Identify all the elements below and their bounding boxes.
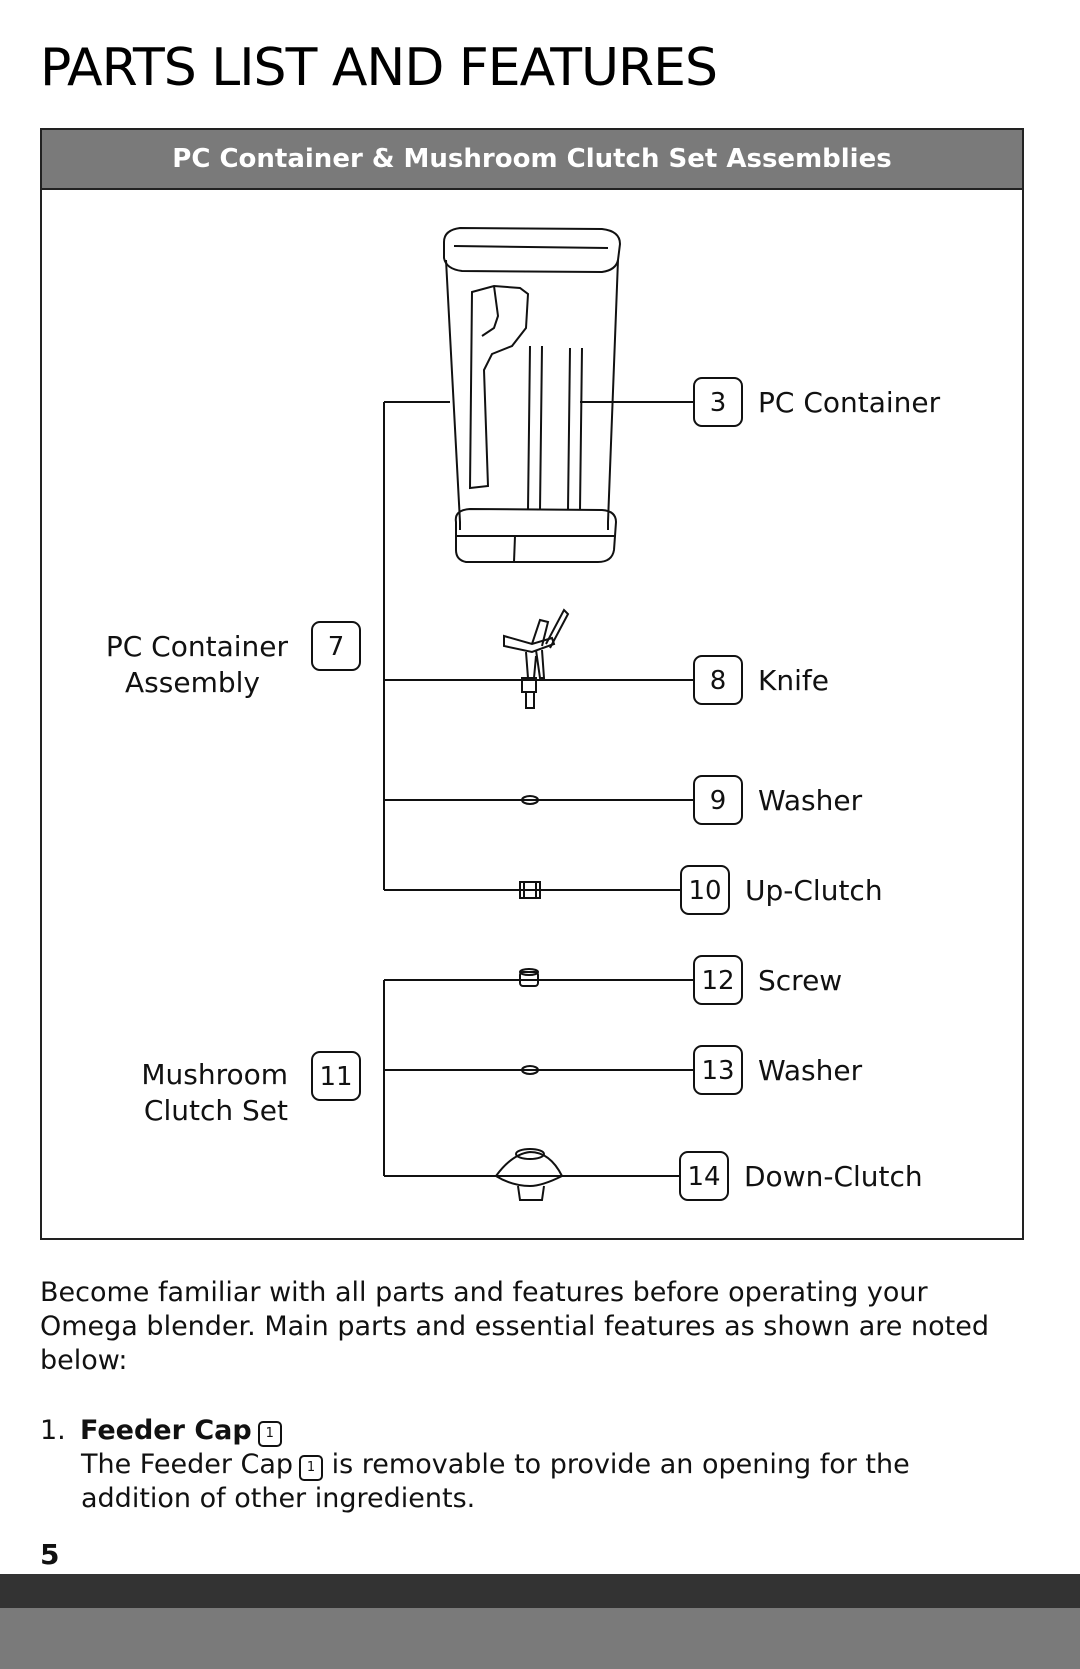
washer-9-illustration [521,795,539,805]
feature-index: 1. [40,1415,66,1446]
callout-label-3: PC Container [758,386,941,419]
callout-number-13: 13 [701,1056,734,1086]
clutch-set-label-line2: Clutch Set [144,1094,288,1127]
up-clutch-illustration [519,881,541,899]
callout-number-8: 8 [710,666,727,696]
clutch-set-label-line1: Mushroom [141,1058,288,1091]
page-number: 5 [40,1538,60,1571]
callout-number-3: 3 [710,388,727,418]
intro-paragraph: Become familiar with all parts and featu… [40,1277,989,1376]
feature-text-after: is removable to provide an opening for t… [81,1449,910,1514]
callout-label-13: Washer [758,1054,863,1087]
down-clutch-illustration [494,1148,564,1201]
callout-number-14: 14 [687,1162,720,1192]
feature-text-before: The Feeder Cap [81,1449,294,1480]
clutch-set-number-box [311,1051,361,1101]
callout-box-9 [693,775,743,825]
panel-heading: PC Container & Mushroom Clutch Set Assem… [42,130,1022,190]
callout-label-10: Up-Clutch [745,874,883,907]
callout-label-9: Washer [758,784,863,817]
callout-box-10 [680,865,730,915]
assembly-number-box [311,621,361,671]
clutch-set-number: 11 [319,1062,352,1092]
callout-box-3 [693,377,743,427]
screw-illustration [519,968,539,987]
callout-number-12: 12 [701,966,734,996]
callout-box-12 [693,955,743,1005]
assembly-number: 7 [328,632,345,662]
knife-illustration [503,608,570,709]
assembly-label-line2: Assembly [125,666,260,699]
parts-diagram-panel: PC Container & Mushroom Clutch Set Assem… [40,128,1024,1240]
callout-label-12: Screw [758,964,842,997]
page-title: PARTS LIST AND FEATURES [40,38,718,98]
callout-box-14 [679,1151,729,1201]
callout-label-14: Down-Clutch [744,1160,923,1193]
feature-ref-badge: 1 [257,1421,282,1447]
feature-name: Feeder Cap [80,1415,252,1446]
parts-diagram: PC Container Assembly 7 Mushroom Clutch … [106,226,941,1201]
callout-box-8 [693,655,743,705]
pc-container-illustration [443,226,622,563]
assembly-connector-lines [383,401,694,891]
feature-inline-ref-badge: 1 [299,1455,324,1481]
assembly-label-line1: PC Container [106,630,289,663]
footer-band-light [0,1608,1080,1669]
clutch-connector-lines [383,979,694,1177]
callout-label-8: Knife [758,664,829,697]
footer-band-dark [0,1574,1080,1608]
washer-13-illustration [521,1065,539,1075]
callout-number-10: 10 [688,876,721,906]
callout-number-9: 9 [710,786,727,816]
callout-box-13 [693,1045,743,1095]
